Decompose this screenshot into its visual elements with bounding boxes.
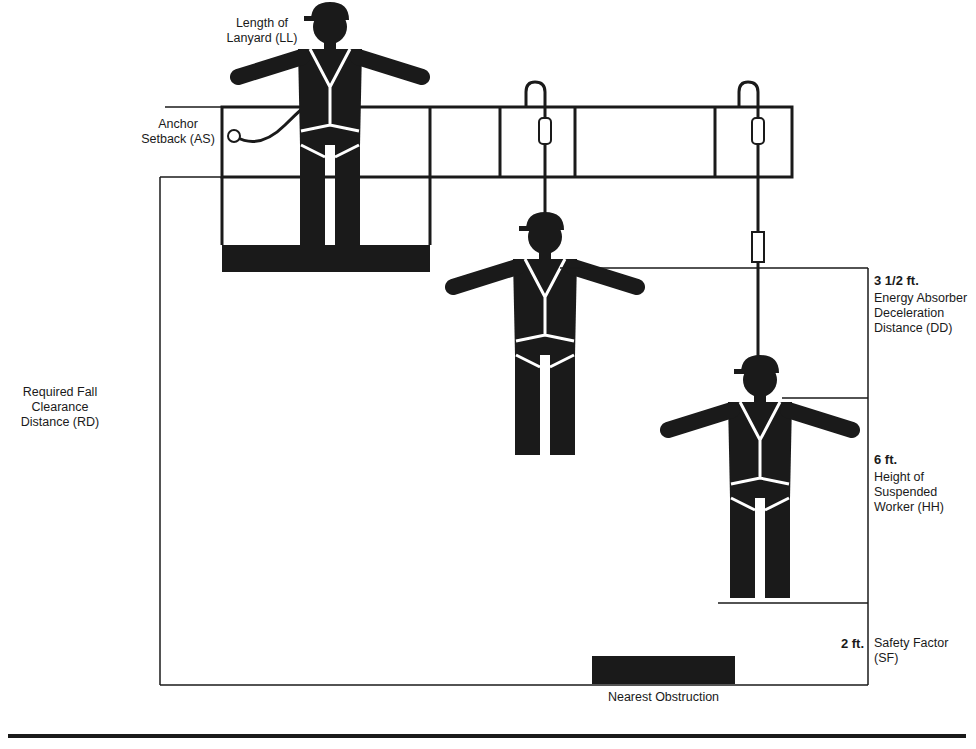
free-fall-worker xyxy=(453,212,637,455)
dimension-label: Required Fall Clearance Distance (RD) xyxy=(10,385,110,430)
dimension-label: Height of Suspended Worker (HH) xyxy=(874,470,970,515)
suspended-worker xyxy=(668,355,852,598)
dimension-lines xyxy=(160,107,868,685)
obstruction-block xyxy=(592,656,735,684)
dimension-value: 3 1/2 ft. xyxy=(874,273,970,288)
energy-absorber xyxy=(752,232,764,262)
dimension-label: Length of Lanyard (LL) xyxy=(226,16,298,46)
dimension-value: 2 ft. xyxy=(826,636,864,651)
platform-floor xyxy=(222,245,430,272)
ground-line xyxy=(8,734,966,738)
dimension-label: Energy Absorber Deceleration Distance (D… xyxy=(874,291,970,336)
dimension-value: 6 ft. xyxy=(874,452,970,467)
dimension-label: Safety Factor (SF) xyxy=(874,636,970,666)
dimension-label: Anchor Setback (AS) xyxy=(138,117,218,147)
obstruction-label: Nearest Obstruction xyxy=(580,690,747,705)
